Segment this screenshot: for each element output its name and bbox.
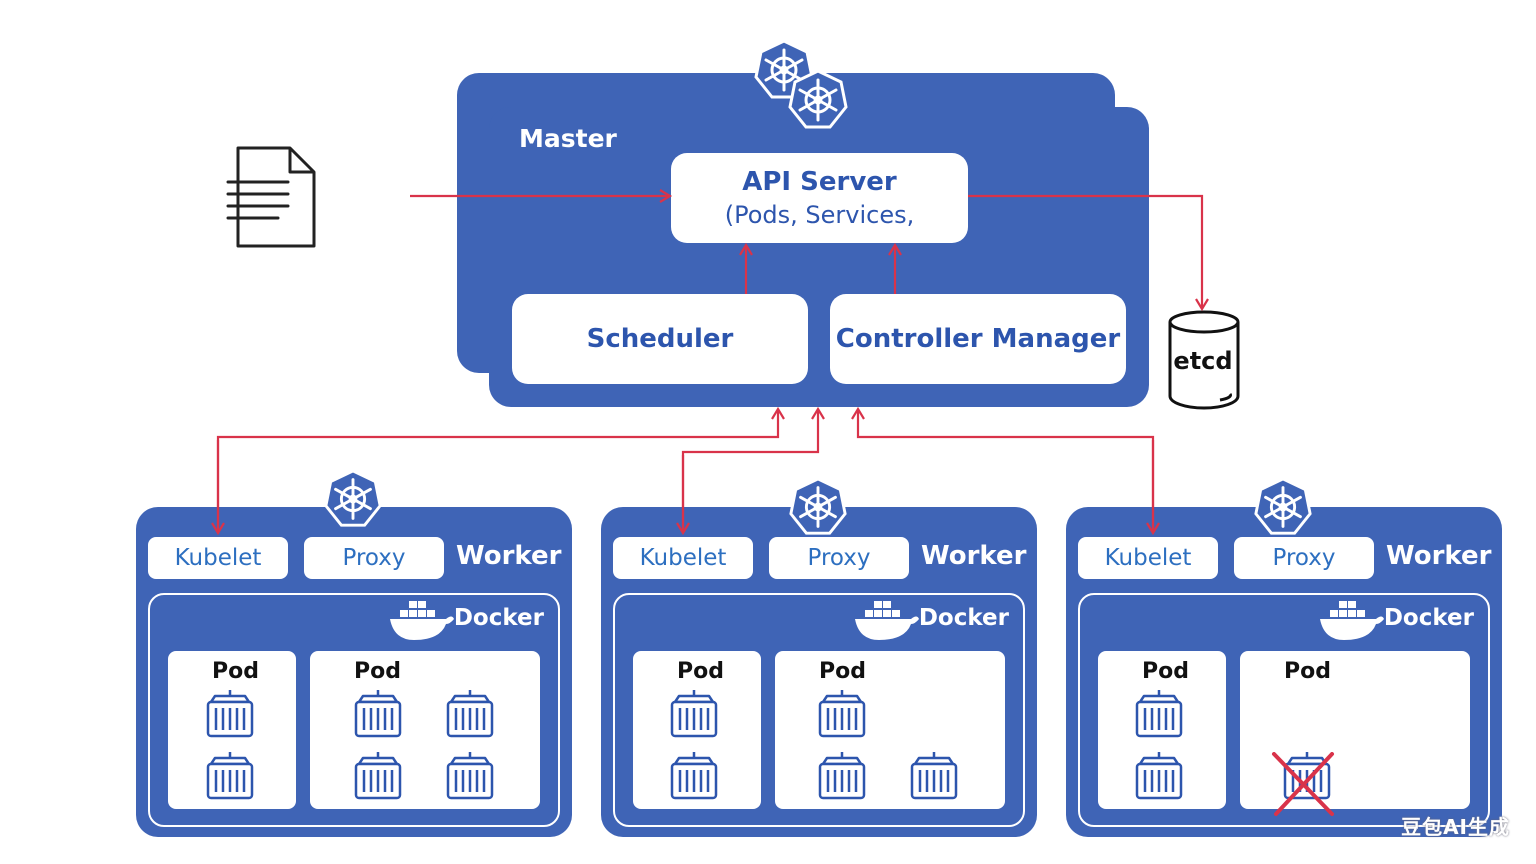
docker-runtime-area: Docker Pod Pod <box>148 593 560 827</box>
kubelet-chip[interactable]: Kubelet <box>613 537 753 579</box>
worker-node-3: Kubelet Proxy Worker Docker Pod Pod <box>1066 507 1502 837</box>
master-label: Master <box>519 124 617 153</box>
watermark: 豆包AI生成 <box>1401 815 1510 839</box>
kubernetes-helm-icon <box>788 69 848 129</box>
proxy-chip[interactable]: Proxy <box>304 537 444 579</box>
api-server-subtitle: (Pods, Services, <box>724 201 915 229</box>
pod-label: Pod <box>212 659 259 684</box>
pod-box[interactable]: Pod <box>310 651 540 809</box>
pod-label: Pod <box>819 659 866 684</box>
kubelet-chip[interactable]: Kubelet <box>1078 537 1218 579</box>
proxy-chip[interactable]: Proxy <box>769 537 909 579</box>
docker-label: Docker <box>918 605 1009 631</box>
failed-cross-icon <box>1272 752 1334 816</box>
kubernetes-helm-icon <box>324 469 382 527</box>
pod-label: Pod <box>1284 659 1331 684</box>
worker-node-1: Kubelet Proxy Worker Docker Pod Pod <box>136 507 572 837</box>
database-icon <box>1168 310 1240 410</box>
pod-label: Pod <box>1142 659 1189 684</box>
kubernetes-helm-icon <box>789 477 847 535</box>
worker-label: Worker <box>921 541 1027 571</box>
docker-label: Docker <box>1383 605 1474 631</box>
worker-label: Worker <box>456 541 562 571</box>
pod-label: Pod <box>677 659 724 684</box>
worker-label: Worker <box>1386 541 1492 571</box>
docker-whale-icon <box>1320 601 1384 640</box>
docker-runtime-area: Docker Pod Pod <box>613 593 1025 827</box>
worker-node-2: Kubelet Proxy Worker Docker Pod Pod <box>601 507 1037 837</box>
kubernetes-helm-icon <box>1254 477 1312 535</box>
etcd-label: etcd <box>1173 347 1233 375</box>
docker-whale-icon <box>855 601 919 640</box>
docker-whale-icon <box>390 601 454 640</box>
pod-label: Pod <box>354 659 401 684</box>
api-server-box[interactable]: API Server (Pods, Services, <box>671 153 968 243</box>
pod-box[interactable]: Pod <box>775 651 1005 809</box>
document-icon <box>226 146 316 248</box>
api-server-title: API Server <box>742 167 897 197</box>
pod-box[interactable]: Pod <box>1240 651 1470 809</box>
controller-manager-box[interactable]: Controller Manager <box>830 294 1126 384</box>
proxy-chip[interactable]: Proxy <box>1234 537 1374 579</box>
docker-label: Docker <box>453 605 544 631</box>
kubelet-chip[interactable]: Kubelet <box>148 537 288 579</box>
scheduler-box[interactable]: Scheduler <box>512 294 808 384</box>
